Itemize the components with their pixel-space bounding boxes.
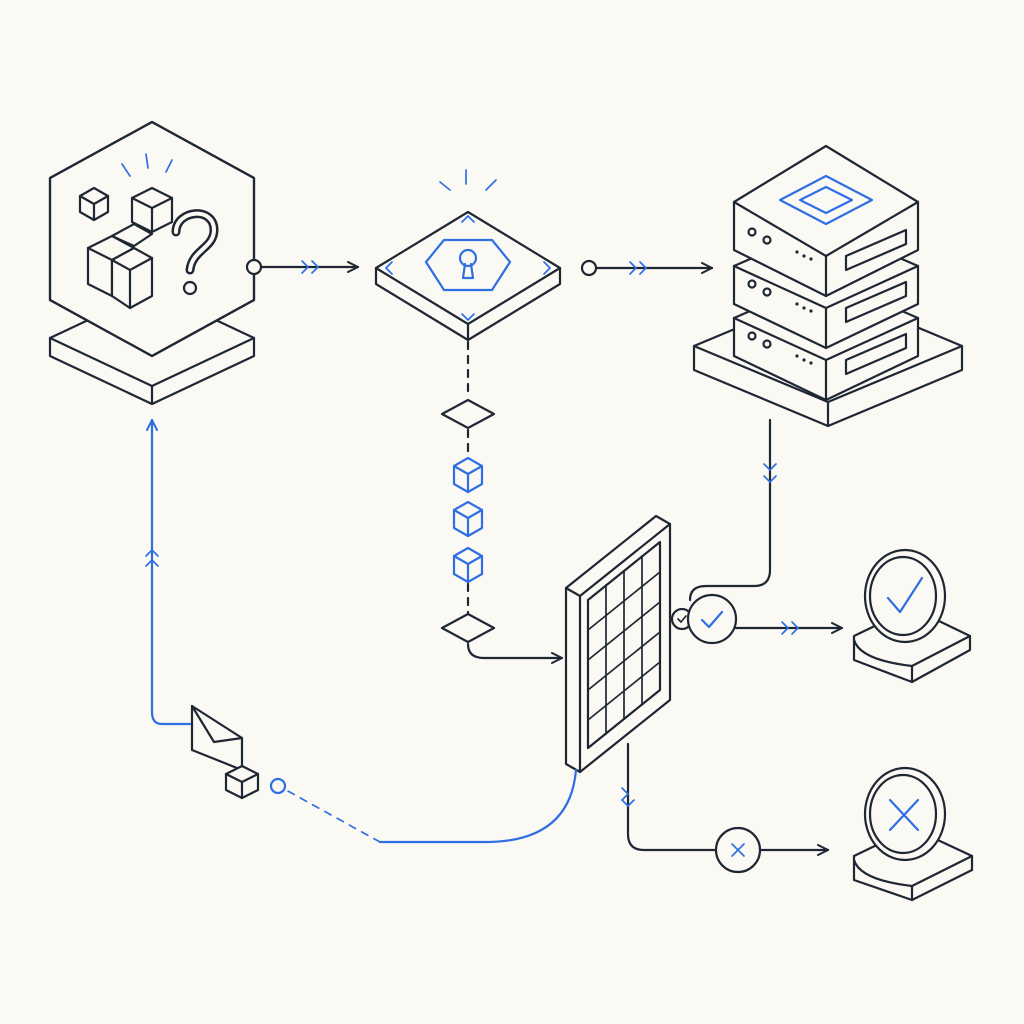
edge-input-to-gate <box>245 258 360 276</box>
sparkle-icon <box>121 153 173 177</box>
node-accepted[interactable] <box>852 548 972 684</box>
edge-envelope-to-input <box>145 418 192 726</box>
data-cube-icon <box>452 500 484 538</box>
keyhole-icon <box>424 238 512 292</box>
grid-icon <box>587 541 661 749</box>
cubes-icon <box>78 186 174 310</box>
edge-filter-to-rejected <box>621 742 830 874</box>
alert-rays-icon <box>439 169 497 191</box>
edge-filter-to-accepted <box>670 593 844 645</box>
envelope-icon <box>190 704 244 772</box>
node-feedback-envelope[interactable] <box>190 704 260 800</box>
edge-gate-to-filter <box>440 340 564 664</box>
node-rejected[interactable] <box>852 766 974 902</box>
chip-icon <box>778 174 874 226</box>
data-cube-icon <box>452 456 484 494</box>
node-auth-gate[interactable] <box>374 169 562 342</box>
edge-server-to-filter <box>688 418 777 602</box>
edge-gate-to-server <box>580 259 714 277</box>
x-icon <box>888 798 920 832</box>
node-unknown-input[interactable] <box>48 120 256 406</box>
question-mark-icon <box>171 209 219 296</box>
node-filter-panel[interactable] <box>564 514 672 774</box>
edge-filter-to-envelope <box>269 768 578 844</box>
node-server-stack[interactable] <box>692 144 964 428</box>
data-cube-icon <box>452 546 484 584</box>
check-icon <box>886 576 924 614</box>
